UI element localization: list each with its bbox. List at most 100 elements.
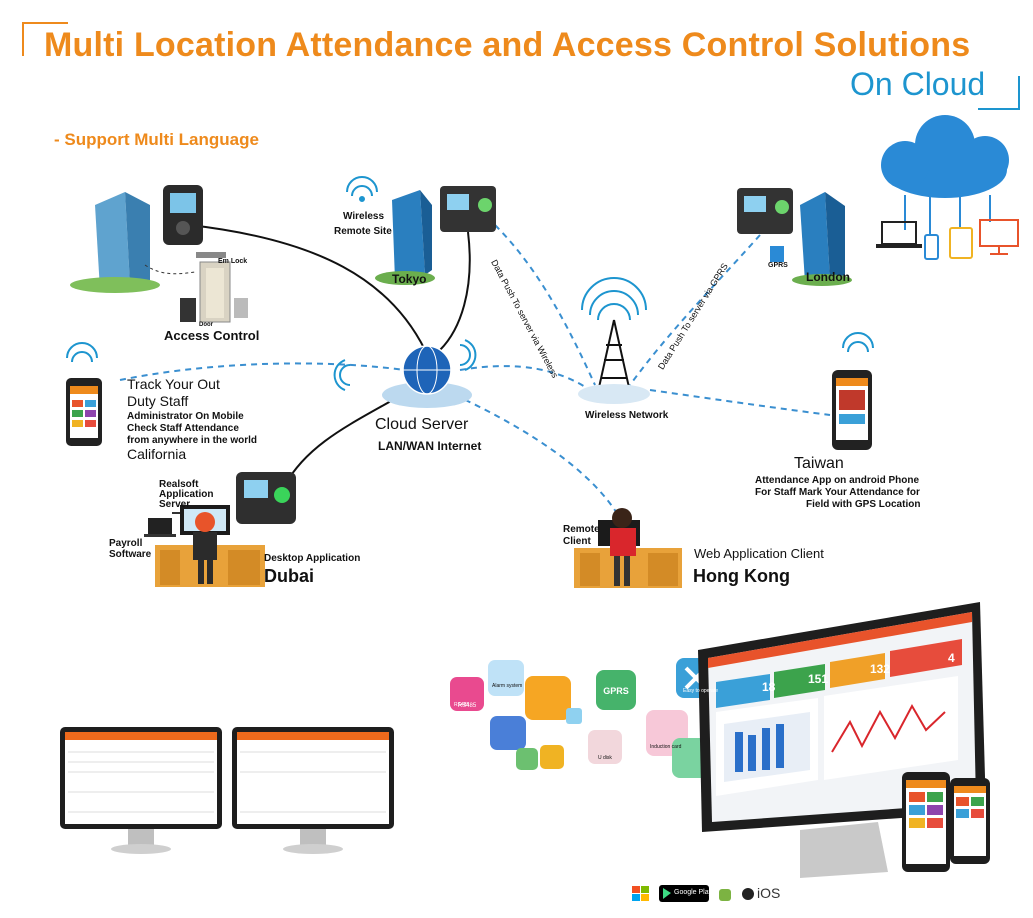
taiwan-desc-line1: Attendance App on android Phone bbox=[755, 475, 920, 486]
dubai-server-line1: Realsoft bbox=[159, 479, 199, 490]
google-play-label[interactable]: Google Play bbox=[674, 889, 713, 896]
time-terminal-tokyo bbox=[440, 186, 496, 232]
time-terminal-dubai bbox=[236, 472, 296, 524]
card-reader-icon bbox=[180, 298, 248, 322]
link-california bbox=[119, 362, 406, 381]
taiwan-desc-line2: For Staff Mark Your Attendance for bbox=[755, 487, 920, 498]
flow-icon bbox=[516, 748, 538, 770]
access-control-label: Access Control bbox=[164, 328, 260, 343]
alarm-label: Alarm system bbox=[492, 683, 523, 689]
wifi-icon-cloud-left bbox=[333, 359, 351, 391]
california-desc-line3: from anywhere in the world bbox=[127, 435, 258, 446]
office-building-icon bbox=[70, 192, 160, 293]
california-heading-line1: Track Your Out bbox=[127, 376, 220, 392]
hk-remote-line1: Remote bbox=[563, 524, 600, 535]
page-title: Multi Location Attendance and Access Con… bbox=[44, 26, 971, 64]
link-hongkong bbox=[454, 394, 619, 516]
payroll-line2: Software bbox=[109, 549, 152, 560]
mobile-app-phone-1 bbox=[902, 772, 950, 872]
induction-label: Induction card bbox=[650, 744, 682, 750]
tower-base-cloud bbox=[578, 384, 650, 404]
time-terminal-london bbox=[737, 188, 793, 234]
page-subtitle: On Cloud bbox=[850, 66, 986, 102]
link-access-control bbox=[189, 224, 426, 351]
london-building-icon bbox=[792, 192, 852, 286]
em-lock-icon bbox=[196, 252, 226, 258]
easy-label: Easy to operate bbox=[683, 688, 719, 694]
feature-note: - Support Multi Language bbox=[54, 130, 259, 149]
payroll-line1: Payroll bbox=[109, 538, 143, 549]
person-dubai bbox=[193, 512, 217, 584]
usb-disk-icon bbox=[588, 730, 622, 764]
bell-icon bbox=[525, 676, 571, 720]
hk-app-label: Web Application Client bbox=[694, 546, 824, 561]
cloud-server-icon bbox=[382, 345, 472, 408]
california-desc-line2: Check Staff Attendance bbox=[127, 423, 239, 434]
link-dubai bbox=[284, 389, 411, 486]
apple-icon bbox=[742, 888, 754, 900]
phone-icon bbox=[924, 234, 939, 260]
dashboard-monitor bbox=[698, 602, 986, 878]
tokyo-label: Tokyo bbox=[392, 272, 427, 286]
udisk-label: U disk bbox=[598, 755, 612, 761]
tokyo-site-line2: Remote Site bbox=[334, 226, 392, 237]
tokyo-building-icon bbox=[375, 190, 435, 285]
cloud-server-sublabel: LAN/WAN Internet bbox=[378, 439, 482, 453]
gprs-label: GPRS bbox=[768, 262, 788, 269]
payroll-laptop-icon bbox=[144, 518, 176, 537]
tokyo-site-line1: Wireless bbox=[343, 211, 385, 222]
gprs-icon: GPRS bbox=[596, 670, 636, 710]
dashboard-stat-1: 18 bbox=[762, 680, 776, 694]
fingerprint-terminal-icon bbox=[163, 185, 203, 245]
mobile-phone-taiwan bbox=[832, 370, 872, 450]
hk-remote-line2: Client bbox=[563, 536, 591, 547]
monitor-left-1 bbox=[60, 727, 222, 854]
windows-icon bbox=[632, 886, 649, 901]
rs485-icon: RS485 bbox=[450, 677, 484, 711]
person-hongkong bbox=[610, 508, 636, 586]
em-lock-label: Em Lock bbox=[218, 258, 248, 265]
puzzle-icon bbox=[566, 708, 582, 724]
california-heading-line2: Duty Staff bbox=[127, 393, 189, 409]
camera-icon bbox=[540, 745, 564, 769]
ios-label[interactable]: iOS bbox=[757, 885, 781, 901]
wifi-icon-tokyo bbox=[346, 176, 378, 202]
link-london-gprs bbox=[629, 234, 761, 386]
google-play-badge bbox=[659, 885, 709, 902]
hk-city: Hong Kong bbox=[693, 566, 790, 586]
wifi-icon-taiwan bbox=[842, 332, 874, 353]
link-tokyo-wireless bbox=[494, 224, 596, 386]
monitor-icon bbox=[979, 219, 1019, 255]
wifi-icon-california bbox=[66, 342, 98, 363]
rs485-label: RS485 bbox=[454, 702, 470, 708]
laptop-icon bbox=[876, 221, 922, 248]
link-tokyo bbox=[439, 231, 471, 351]
door-label: Door bbox=[199, 322, 213, 328]
wifi-icon-cloud-right bbox=[459, 339, 477, 371]
california-city: California bbox=[127, 446, 187, 462]
dashboard-stat-2: 151 bbox=[808, 672, 828, 686]
wireless-network-label: Wireless Network bbox=[585, 410, 669, 421]
svg-text:RS485: RS485 bbox=[458, 703, 477, 709]
monitor-left-2 bbox=[232, 727, 394, 854]
gprs-sim-icon bbox=[770, 246, 784, 262]
dashboard-stat-4: 4 bbox=[948, 651, 955, 665]
taiwan-desc-line3: Field with GPS Location bbox=[806, 499, 921, 510]
svg-text:GPRS: GPRS bbox=[603, 686, 629, 696]
link-cloud-wireless bbox=[459, 365, 591, 391]
dashboard-stat-3: 132 bbox=[870, 662, 890, 676]
california-desc-line1: Administrator On Mobile bbox=[127, 411, 244, 422]
touch-icon bbox=[490, 716, 526, 750]
cloud-icon bbox=[881, 115, 1009, 235]
cloud-server-label: Cloud Server bbox=[375, 416, 469, 433]
door-icon bbox=[199, 261, 231, 323]
title-bracket-left bbox=[22, 22, 68, 56]
tablet-icon bbox=[949, 227, 973, 259]
taiwan-city: Taiwan bbox=[794, 455, 844, 472]
wireless-tower-icon bbox=[581, 277, 647, 393]
mobile-phone-california bbox=[66, 378, 102, 446]
dubai-server-line3: Server bbox=[159, 499, 191, 510]
android-icon bbox=[719, 889, 731, 901]
dubai-server-line2: Application bbox=[159, 489, 214, 500]
